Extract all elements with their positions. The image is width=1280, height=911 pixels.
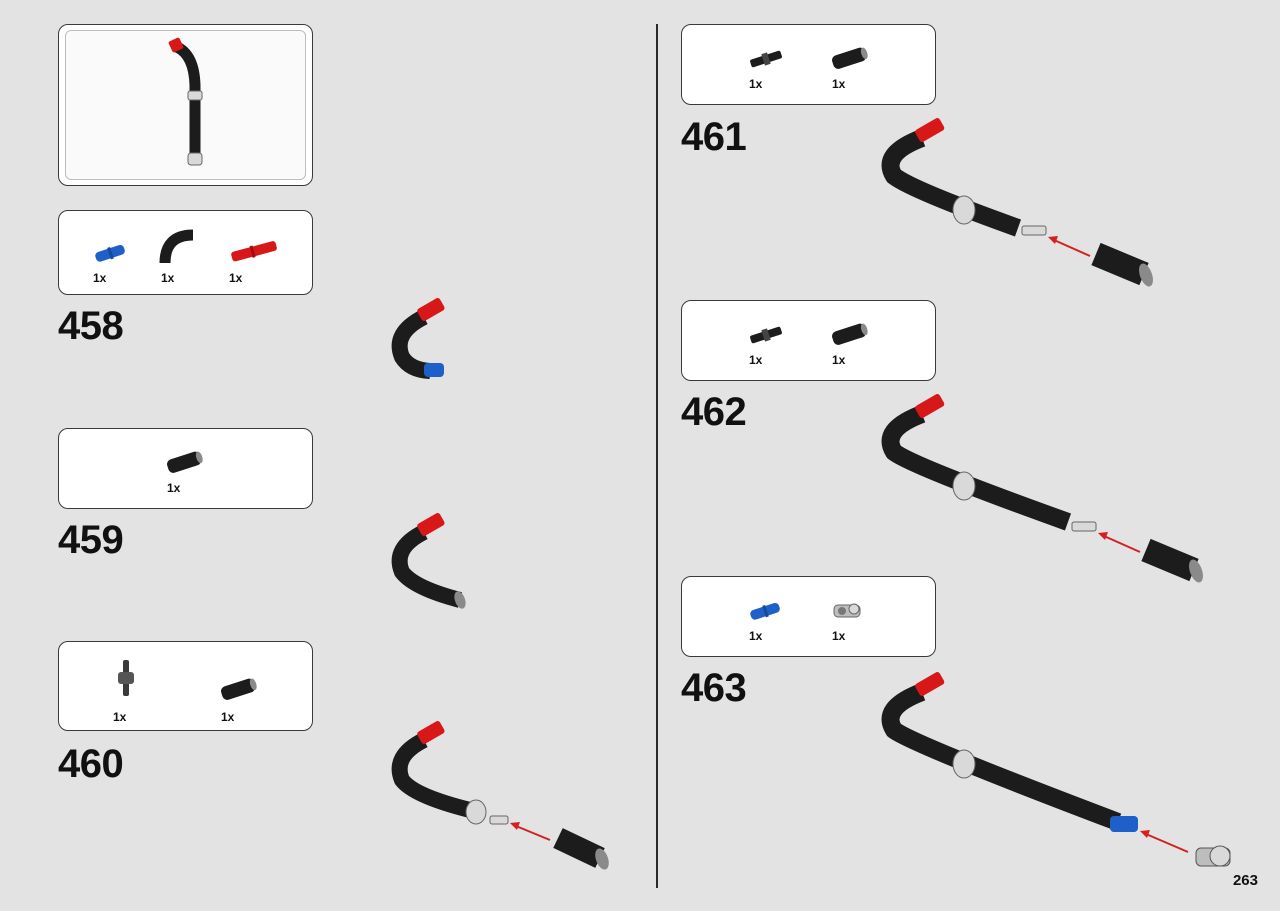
submodel-preview-panel [58, 24, 313, 186]
part-qty: 1x [832, 629, 846, 643]
step-number-462: 462 [681, 390, 747, 434]
parts-panel-463: 1x 1x [681, 576, 936, 657]
step-number-460: 460 [58, 742, 124, 786]
black-hose-segment-icon [832, 47, 868, 69]
step-number-463: 463 [681, 666, 747, 710]
part-qty: 1x [93, 271, 107, 285]
red-axle-pin-icon [231, 241, 277, 262]
step-463-assembly-icon [881, 672, 1231, 867]
blue-axle-pin-icon [95, 244, 125, 262]
black-curved-hose-icon [159, 229, 194, 264]
step-462-assembly-icon [881, 394, 1203, 583]
parts-panel-459: 1x [58, 428, 313, 509]
part-qty: 1x [832, 353, 846, 367]
parts-panel-462: 1x 1x [681, 300, 936, 381]
step-459-assembly-icon [391, 513, 466, 609]
part-qty: 1x [161, 271, 175, 285]
part-qty: 1x [832, 77, 846, 91]
blue-axle-pin-icon [750, 602, 780, 620]
step-458-assembly-icon [391, 298, 445, 379]
hose-connector-icon [118, 660, 134, 696]
column-divider [656, 24, 658, 888]
parts-panel-460: 1x 1x [58, 641, 313, 731]
grey-cross-connector-icon [833, 603, 861, 618]
step-461-assembly-icon [881, 118, 1153, 287]
part-qty: 1x [749, 629, 763, 643]
part-qty: 1x [167, 481, 181, 495]
submodel-preview-icon [168, 37, 203, 166]
step-number-458: 458 [58, 304, 124, 348]
black-axle-connector-icon [750, 326, 782, 344]
step-460-assembly-icon [391, 721, 609, 870]
part-qty: 1x [113, 710, 127, 724]
black-hose-segment-icon [832, 323, 868, 345]
page-number: 263 [1232, 872, 1258, 889]
black-hose-segment-icon [221, 678, 257, 700]
part-qty: 1x [229, 271, 243, 285]
part-qty: 1x [749, 77, 763, 91]
part-qty: 1x [749, 353, 763, 367]
step-number-459: 459 [58, 518, 124, 562]
parts-panel-458: 1x 1x 1x [58, 210, 313, 295]
black-hose-segment-icon [167, 451, 203, 473]
part-qty: 1x [221, 710, 235, 724]
black-axle-connector-icon [750, 50, 782, 68]
step-number-461: 461 [681, 115, 747, 159]
parts-panel-461: 1x 1x [681, 24, 936, 105]
